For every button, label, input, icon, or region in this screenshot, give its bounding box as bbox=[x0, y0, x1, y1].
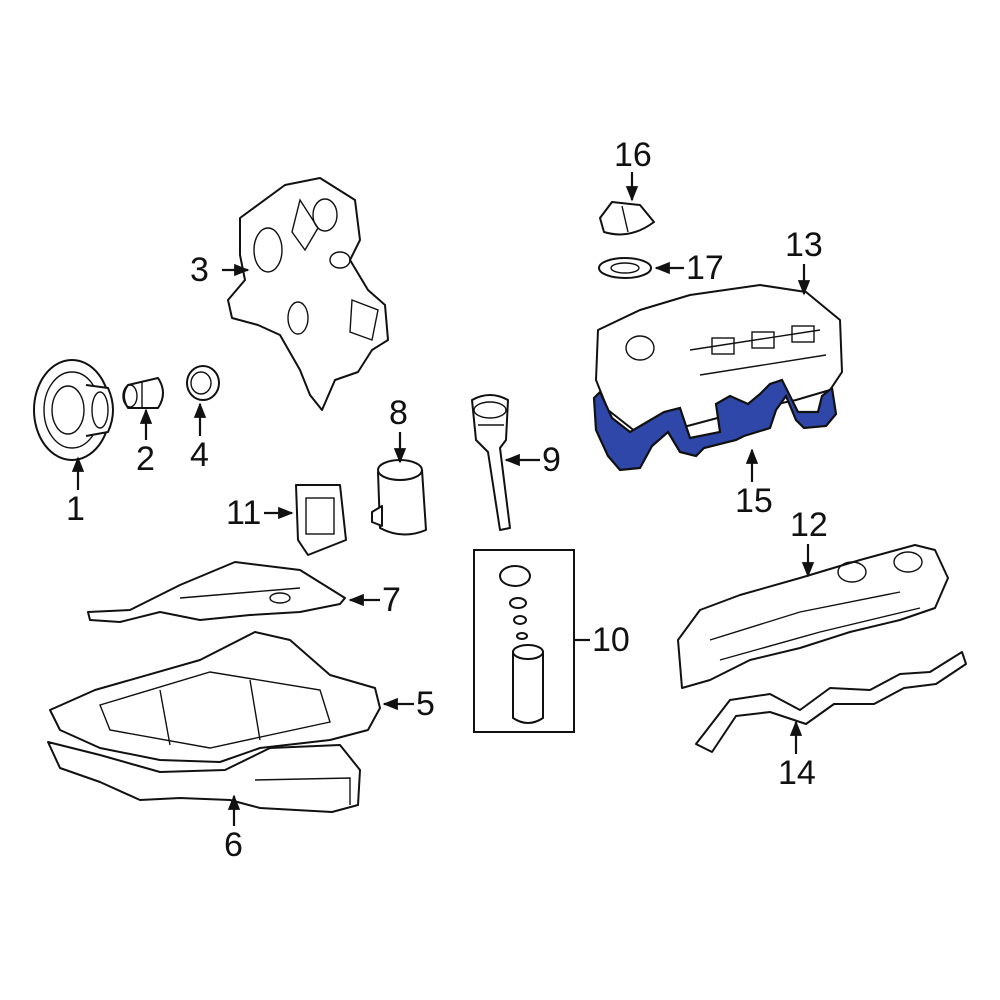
part-6-lower-oil-pan[interactable] bbox=[47, 741, 361, 813]
callout-2[interactable]: 2 bbox=[136, 440, 155, 478]
callout-8[interactable]: 8 bbox=[389, 394, 408, 432]
part-8-housing[interactable] bbox=[371, 459, 427, 536]
part-16-filler-cap[interactable] bbox=[599, 201, 655, 236]
part-7-baffle[interactable] bbox=[87, 561, 346, 623]
callout-6[interactable]: 6 bbox=[224, 826, 243, 864]
callout-11[interactable]: 11 bbox=[226, 494, 262, 532]
part-2-bushing[interactable] bbox=[122, 377, 164, 409]
callout-1[interactable]: 1 bbox=[66, 490, 85, 528]
callout-16[interactable]: 16 bbox=[614, 136, 652, 174]
part-15-valve-cover-gasket[interactable] bbox=[592, 378, 838, 472]
part-5-upper-oil-pan[interactable] bbox=[49, 631, 381, 763]
part-1-crankshaft-pulley[interactable] bbox=[33, 359, 114, 461]
part-9-dipstick-tube[interactable] bbox=[471, 394, 511, 531]
callout-7[interactable]: 7 bbox=[382, 581, 401, 619]
callout-15[interactable]: 15 bbox=[735, 482, 773, 520]
part-12-manifold-cover[interactable] bbox=[677, 544, 949, 689]
callout-4[interactable]: 4 bbox=[190, 436, 209, 474]
part-10-filter-kit[interactable] bbox=[473, 549, 575, 733]
part-4-seal[interactable] bbox=[186, 365, 220, 401]
part-3-timing-cover[interactable] bbox=[227, 177, 389, 411]
callout-13[interactable]: 13 bbox=[785, 226, 823, 264]
part-17-cap-seal[interactable] bbox=[598, 257, 652, 279]
callout-5[interactable]: 5 bbox=[416, 685, 435, 723]
callout-17[interactable]: 17 bbox=[686, 249, 724, 287]
callout-10[interactable]: 10 bbox=[592, 621, 630, 659]
callout-3[interactable]: 3 bbox=[190, 251, 209, 289]
callout-9[interactable]: 9 bbox=[542, 441, 561, 479]
callout-12[interactable]: 12 bbox=[790, 506, 828, 544]
part-11-bracket[interactable] bbox=[295, 484, 347, 556]
callout-14[interactable]: 14 bbox=[778, 754, 816, 792]
part-14-manifold-gasket[interactable] bbox=[695, 651, 967, 753]
